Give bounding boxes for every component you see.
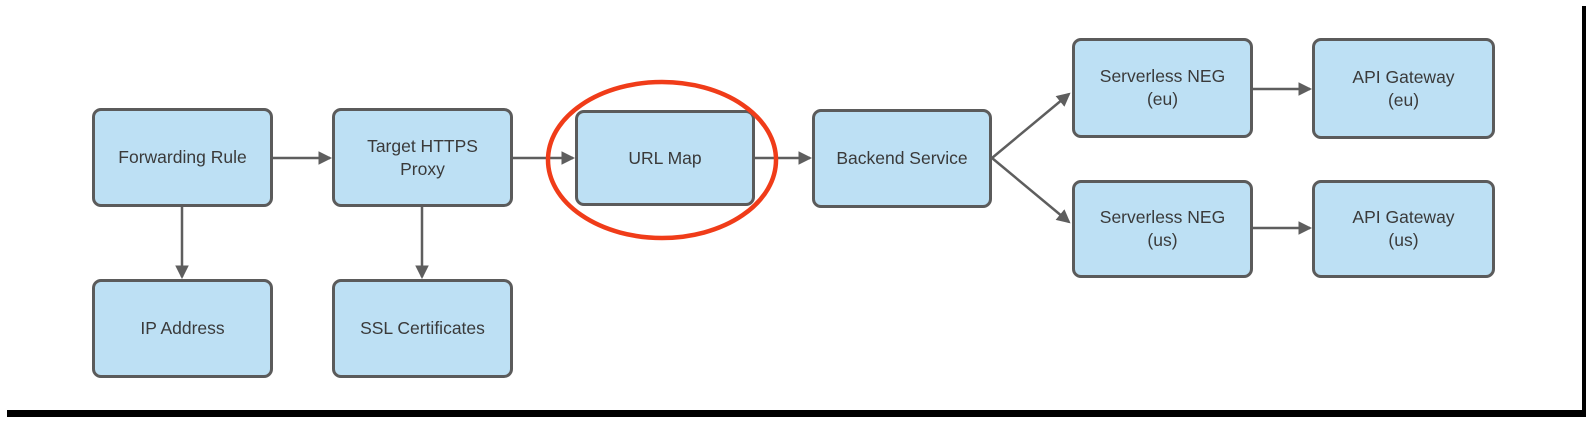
node-label-line2: (us) xyxy=(1147,230,1178,250)
node-label: API Gateway xyxy=(1352,66,1455,87)
node-label: Target HTTPS xyxy=(367,135,478,156)
edge-backend-service-to-serverless-neg-us xyxy=(991,157,1071,224)
node-ip-address[interactable]: IP Address xyxy=(92,279,273,378)
node-label: SSL Certificates xyxy=(360,318,485,339)
node-serverless-neg-eu[interactable]: Serverless NEG (eu) xyxy=(1072,38,1253,138)
node-label: URL Map xyxy=(628,147,702,168)
node-label-line2: (eu) xyxy=(1387,89,1420,110)
node-label: Forwarding Rule xyxy=(118,147,247,168)
window-frame-right-edge xyxy=(1582,6,1586,417)
node-label: Backend Service xyxy=(836,148,968,169)
node-label: Serverless NEG xyxy=(1099,66,1226,87)
node-ssl-certificates[interactable]: SSL Certificates xyxy=(332,279,513,378)
node-api-gateway-us[interactable]: API Gateway (us) xyxy=(1312,180,1495,278)
edge-backend-service-to-serverless-neg-eu xyxy=(991,92,1071,159)
node-target-https-proxy[interactable]: Target HTTPS Proxy xyxy=(332,108,513,207)
node-api-gateway-eu[interactable]: API Gateway (eu) xyxy=(1312,38,1495,139)
node-label: IP Address xyxy=(140,318,225,339)
node-forwarding-rule[interactable]: Forwarding Rule xyxy=(92,108,273,207)
node-serverless-neg-us[interactable]: Serverless NEG (us) xyxy=(1072,180,1253,278)
node-label-line2: Proxy xyxy=(400,158,445,179)
node-label: Serverless NEG xyxy=(1099,207,1226,228)
node-label: API Gateway xyxy=(1352,207,1455,228)
node-url-map[interactable]: URL Map xyxy=(575,110,755,206)
window-frame-bottom-edge xyxy=(7,410,1586,417)
node-label-line2: (eu) xyxy=(1146,89,1179,109)
node-backend-service[interactable]: Backend Service xyxy=(812,109,992,208)
node-label-line2: (us) xyxy=(1388,230,1419,250)
